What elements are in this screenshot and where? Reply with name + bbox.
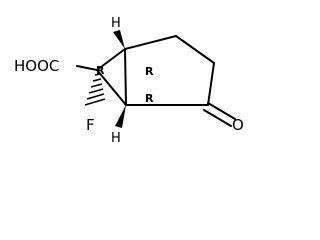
bond-c1-c5 xyxy=(124,48,127,106)
wedge-bond-c5-h xyxy=(115,105,126,128)
fluorine-label: F xyxy=(86,116,95,134)
bond-c2-c3 xyxy=(175,35,215,64)
hydrogen-bottom-label: H xyxy=(111,131,121,146)
hydrogen-top-label: H xyxy=(111,16,121,31)
hashed-bond-c6-f xyxy=(84,73,106,106)
bond-c1-c2 xyxy=(124,35,177,50)
bond-c6-cooh xyxy=(76,65,98,71)
bond-c4-o-b xyxy=(203,109,232,127)
bond-group xyxy=(76,35,236,127)
stereo-descriptor-c1: R xyxy=(145,65,154,78)
carboxyl-label: HOOC xyxy=(14,57,59,75)
stereo-descriptor-c5: R xyxy=(145,92,154,105)
bond-c3-c4 xyxy=(207,62,215,106)
stereo-descriptor-c6: R xyxy=(96,64,105,77)
bond-c6-c5 xyxy=(96,69,127,106)
wedge-bond-c1-h xyxy=(113,30,125,49)
bond-c6-c1 xyxy=(96,48,126,71)
ketone-oxygen-label: O xyxy=(232,116,244,134)
bond-c4-o-a xyxy=(207,102,236,120)
chemical-structure-diagram: HOOC F O H H R R R xyxy=(14,16,244,146)
